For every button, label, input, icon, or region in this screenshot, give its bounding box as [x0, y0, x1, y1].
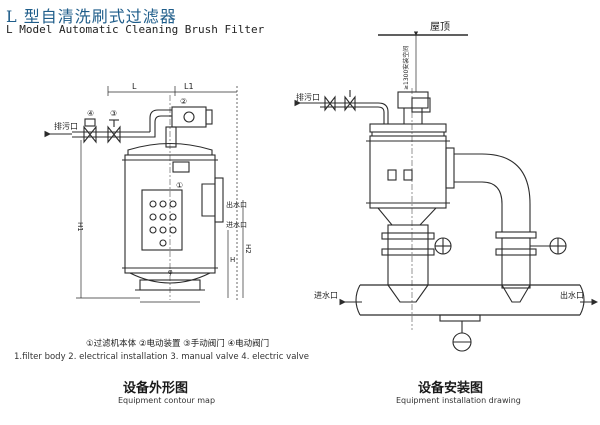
motor-box [171, 106, 207, 128]
drain-label: 排污口 [54, 121, 78, 131]
drain-valve-icon [324, 95, 336, 112]
dim-l-label: L [132, 82, 137, 91]
outlet-label-right: 出水口 [560, 290, 584, 300]
electric-valve-icon [83, 125, 97, 144]
label-num4: ④ [87, 109, 94, 118]
label-num3: ③ [110, 109, 117, 118]
legend-chinese: ①过滤机本体 ②电动装置 ③手动阀门 ④电动阀门 [86, 339, 270, 349]
title-english: L Model Automatic Cleaning Brush Filter [6, 23, 265, 36]
dim-h2-label: H2 [244, 244, 252, 254]
dim-h-label: H [230, 256, 235, 264]
label-num1: ① [176, 181, 183, 190]
bend-pipe-inner [454, 181, 503, 232]
installation-drawing [294, 31, 599, 352]
filter-body-right [369, 135, 447, 209]
outlet-flange [214, 177, 224, 223]
motor-box-right [411, 97, 431, 113]
installation-caption-cn: 设备安装图 [418, 381, 484, 396]
contour-drawing [44, 86, 244, 303]
installation-caption-en: Equipment installation drawing [396, 396, 521, 405]
outlet-label: 出水口 [226, 200, 247, 209]
dim-h1-label: H1 [76, 222, 84, 232]
dim-l1-label: L1 [184, 82, 194, 91]
legend-english: 1.filter body 2. electrical installation… [14, 352, 310, 362]
clearance-label: ≥1300安装空间 [402, 46, 410, 90]
dim-phi-label: φ [168, 268, 173, 276]
control-panel [141, 189, 183, 251]
filter-cone [377, 207, 437, 226]
motor-window [183, 111, 195, 123]
motor-top [397, 91, 429, 109]
bend-pipe-outer [454, 153, 531, 232]
inlet-label: 进水口 [226, 220, 247, 229]
manual-valve-icon [107, 125, 121, 144]
roof-label: 屋顶 [430, 21, 450, 33]
contour-caption-cn: 设备外形图 [123, 381, 189, 396]
title-chinese: L 型自清洗刷式过滤器 [6, 7, 177, 26]
inlet-label-right: 进水口 [314, 290, 338, 300]
label-num2: ② [180, 97, 187, 106]
drain-label-right: 排污口 [296, 92, 320, 102]
contour-caption-en: Equipment contour map [118, 396, 216, 405]
